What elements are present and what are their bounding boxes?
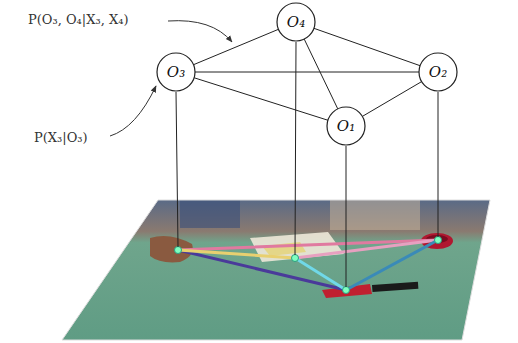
node-label: O₃ [156, 52, 196, 92]
node-label: O₄ [276, 2, 316, 42]
probability-label: P(X₃|O₃) [32, 130, 90, 145]
callout-arrows [110, 21, 232, 136]
photo [60, 200, 492, 342]
variable-circle: O₁ [326, 106, 366, 146]
graph-edge [194, 29, 279, 64]
variable-circle: O₄ [276, 2, 316, 42]
probability-label: P(O₃, O₄|X₃, X₄) [26, 12, 130, 27]
graph-edge [314, 28, 420, 65]
graph-edge [304, 39, 338, 109]
graph-edge [194, 78, 328, 120]
node-label: O₂ [418, 52, 458, 92]
track-points [175, 237, 442, 294]
projection-lines [176, 42, 438, 287]
node-label: O₁ [326, 106, 366, 146]
variable-circle: O₂ [418, 52, 458, 92]
graph-edge [195, 72, 419, 73]
variable-circle: O₃ [156, 52, 196, 92]
graph-edge [362, 82, 421, 117]
track-lines [178, 240, 438, 290]
